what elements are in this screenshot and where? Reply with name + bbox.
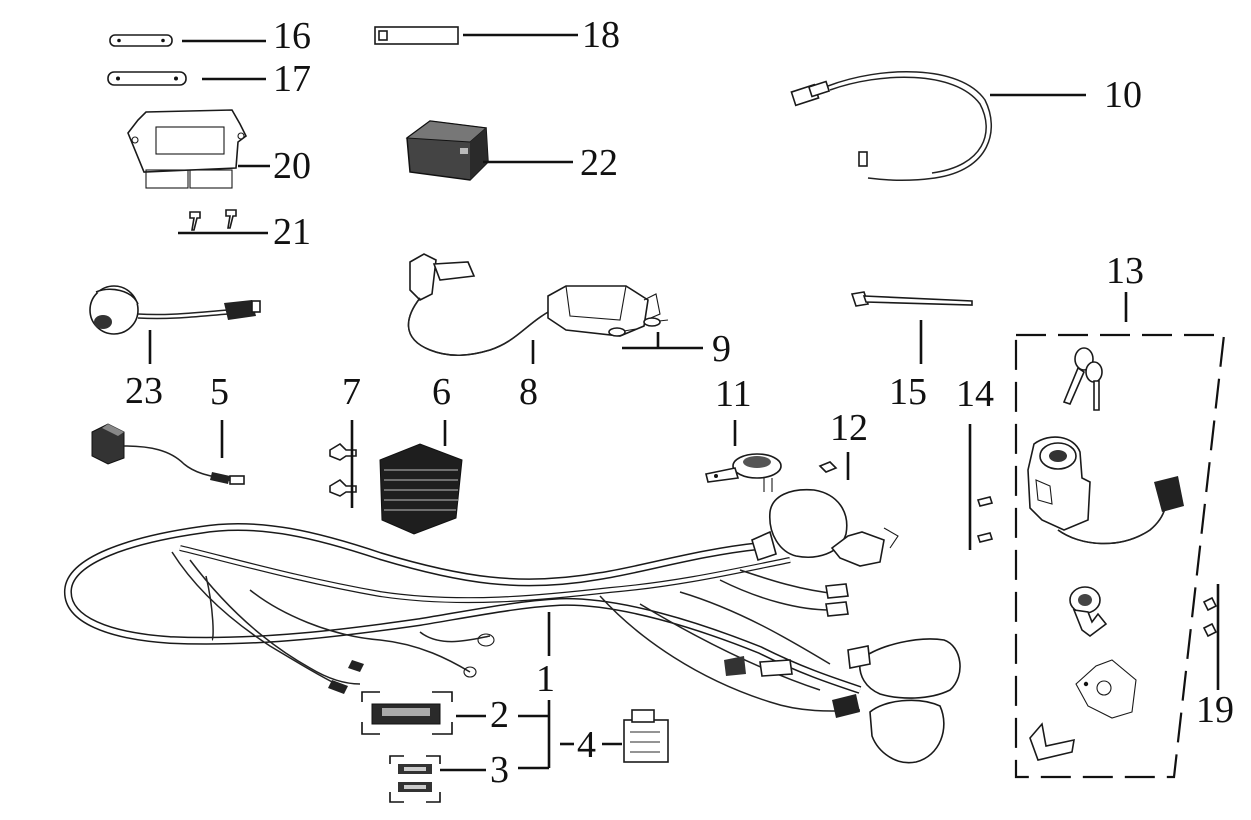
part-23-horn <box>89 285 261 364</box>
part-7-bolts <box>329 420 357 508</box>
clip <box>1029 722 1075 761</box>
callout-10: 10 <box>1104 74 1142 116</box>
callout-15: 15 <box>889 371 927 413</box>
callout-14: 14 <box>956 373 994 415</box>
callout-6: 6 <box>432 371 451 413</box>
part-4-relay <box>560 709 669 763</box>
part-3-fuses <box>389 755 486 803</box>
callout-9: 9 <box>712 328 731 370</box>
callout-17: 17 <box>273 58 311 100</box>
part-6-regulator <box>379 420 463 535</box>
callout-16: 16 <box>273 15 311 57</box>
seat-lock-cylinder <box>1069 586 1108 637</box>
callout-2: 2 <box>490 694 509 736</box>
callout-3: 3 <box>490 749 509 791</box>
part-5-switch <box>91 420 245 485</box>
callout-8: 8 <box>519 371 538 413</box>
part-1-wiring-harness <box>64 488 961 764</box>
callout-12: 12 <box>830 407 868 449</box>
callout-1-bracket <box>518 700 551 770</box>
part-12-bolt <box>818 452 850 480</box>
cover-plate <box>1075 659 1137 719</box>
ignition-switch <box>1027 436 1184 545</box>
part-21-screws <box>178 209 268 235</box>
callout-13: 13 <box>1106 250 1144 292</box>
part-13-lock-set <box>1014 292 1226 779</box>
part-16-strap <box>109 34 266 47</box>
part-17-strap <box>107 71 266 86</box>
part-20-control-module <box>127 109 270 189</box>
callout-22: 22 <box>580 142 618 184</box>
part-2-fuse-box <box>361 691 486 735</box>
part-8-ignition-coil <box>407 253 661 364</box>
part-15-cable-tie <box>850 291 973 364</box>
part-9-screws <box>608 317 703 350</box>
callout-23: 23 <box>125 370 163 412</box>
callout-21: 21 <box>273 211 311 253</box>
callout-19: 19 <box>1196 689 1234 731</box>
callout-11: 11 <box>715 373 752 415</box>
part-22-relay <box>405 120 573 181</box>
callout-7: 7 <box>342 371 361 413</box>
callout-4: 4 <box>577 724 596 766</box>
keys-icon <box>1062 347 1103 411</box>
callout-20: 20 <box>273 145 311 187</box>
callout-1: 1 <box>536 658 555 700</box>
part-11-flasher <box>705 420 782 492</box>
part-19-clips <box>1202 584 1220 690</box>
callout-5: 5 <box>210 371 229 413</box>
callout-18: 18 <box>582 14 620 56</box>
part-18-bracket <box>374 26 578 45</box>
part-10-sensor-wire <box>790 71 1086 182</box>
part-14-screws <box>968 424 994 550</box>
